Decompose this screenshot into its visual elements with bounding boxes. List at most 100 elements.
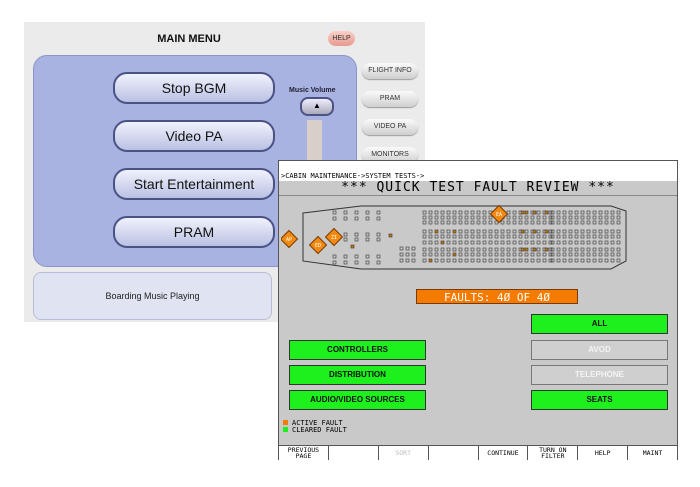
seat <box>366 233 369 236</box>
seat <box>441 216 444 219</box>
seat <box>471 253 474 256</box>
previous-page-key[interactable]: PREVIOUS PAGE <box>279 446 329 460</box>
seat <box>513 211 516 214</box>
side-video-pa-button[interactable]: VIDEO PA <box>362 119 418 135</box>
seat <box>459 241 462 244</box>
avod-button[interactable]: AVOD <box>531 340 668 360</box>
volume-up-button[interactable]: ▲ <box>300 97 334 116</box>
seat <box>549 221 552 224</box>
flight-info-button[interactable]: FLIGHT INFO <box>362 63 418 79</box>
seat <box>605 221 608 224</box>
seat <box>477 221 480 224</box>
seat <box>423 241 426 244</box>
seat <box>557 230 560 233</box>
svg-text:ED: ED <box>315 243 321 249</box>
seat <box>525 216 528 219</box>
video-pa-button[interactable]: Video PA <box>113 120 275 152</box>
controllers-button[interactable]: CONTROLLERS <box>289 340 426 360</box>
seat <box>605 230 608 233</box>
seats-button[interactable]: SEATS <box>531 390 668 410</box>
seat <box>507 235 510 238</box>
seat <box>423 216 426 219</box>
seat <box>587 259 590 262</box>
turn-on-filter-key[interactable]: TURN ON FILTER <box>528 446 578 460</box>
start-entertainment-button[interactable]: Start Entertainment <box>113 168 275 200</box>
fault-seat <box>521 248 524 251</box>
seat <box>465 253 468 256</box>
pram-button[interactable]: PRAM <box>113 216 275 248</box>
seat <box>611 235 614 238</box>
blank-key[interactable] <box>429 446 479 460</box>
fault-seat <box>545 230 548 233</box>
seat <box>593 259 596 262</box>
seat <box>557 211 560 214</box>
seat <box>563 241 566 244</box>
seat <box>537 230 540 233</box>
help-key[interactable]: HELP <box>578 446 628 460</box>
seat <box>611 253 614 256</box>
orange-square-icon <box>283 420 288 425</box>
seat <box>441 253 444 256</box>
seat <box>471 235 474 238</box>
seat <box>519 259 522 262</box>
seat <box>459 211 462 214</box>
seat <box>377 261 380 264</box>
seat-map[interactable]: APEDZIEA <box>281 201 676 281</box>
help-button[interactable]: HELP <box>328 31 355 46</box>
seat <box>575 248 578 251</box>
seat <box>549 211 552 214</box>
blank-key[interactable] <box>329 446 379 460</box>
seat <box>366 238 369 241</box>
seat <box>429 221 432 224</box>
seat <box>441 211 444 214</box>
seat <box>423 235 426 238</box>
seat <box>459 248 462 251</box>
seat <box>611 216 614 219</box>
seat <box>507 216 510 219</box>
maint-key[interactable]: MAINT <box>628 446 677 460</box>
seat <box>465 221 468 224</box>
seat <box>575 211 578 214</box>
audio-video-sources-button[interactable]: AUDIO/VIDEO SOURCES <box>289 390 426 410</box>
seat <box>581 216 584 219</box>
seat <box>423 248 426 251</box>
seat <box>575 221 578 224</box>
seat <box>447 248 450 251</box>
seat <box>441 259 444 262</box>
all-button[interactable]: ALL <box>531 314 668 334</box>
stop-bgm-button[interactable]: Stop BGM <box>113 72 275 104</box>
continue-key[interactable]: CONTINUE <box>479 446 529 460</box>
telephone-button[interactable]: TELEPHONE <box>531 365 668 385</box>
main-menu-title: MAIN MENU <box>24 33 354 45</box>
fault-seat <box>441 241 444 244</box>
seat <box>599 259 602 262</box>
fault-count: FAULTS: 4Ø OF 4Ø <box>416 289 578 304</box>
seat <box>525 253 528 256</box>
seat <box>569 216 572 219</box>
fault-seat <box>525 211 528 214</box>
seat <box>599 235 602 238</box>
seat <box>333 217 336 220</box>
sort-key[interactable]: SORT <box>379 446 429 460</box>
seat <box>549 230 552 233</box>
seat <box>611 241 614 244</box>
fault-seat <box>525 248 528 251</box>
side-pram-button[interactable]: PRAM <box>362 91 418 107</box>
seat <box>423 259 426 262</box>
seat <box>423 230 426 233</box>
seat <box>531 241 534 244</box>
seat <box>587 221 590 224</box>
seat <box>447 235 450 238</box>
seat <box>477 259 480 262</box>
seat <box>400 253 403 256</box>
seat <box>400 259 403 262</box>
seat <box>501 235 504 238</box>
seat <box>483 253 486 256</box>
seat <box>537 221 540 224</box>
distribution-button[interactable]: DISTRIBUTION <box>289 365 426 385</box>
seat <box>611 221 614 224</box>
seat <box>471 230 474 233</box>
seat <box>483 259 486 262</box>
seat <box>581 241 584 244</box>
seat <box>605 235 608 238</box>
